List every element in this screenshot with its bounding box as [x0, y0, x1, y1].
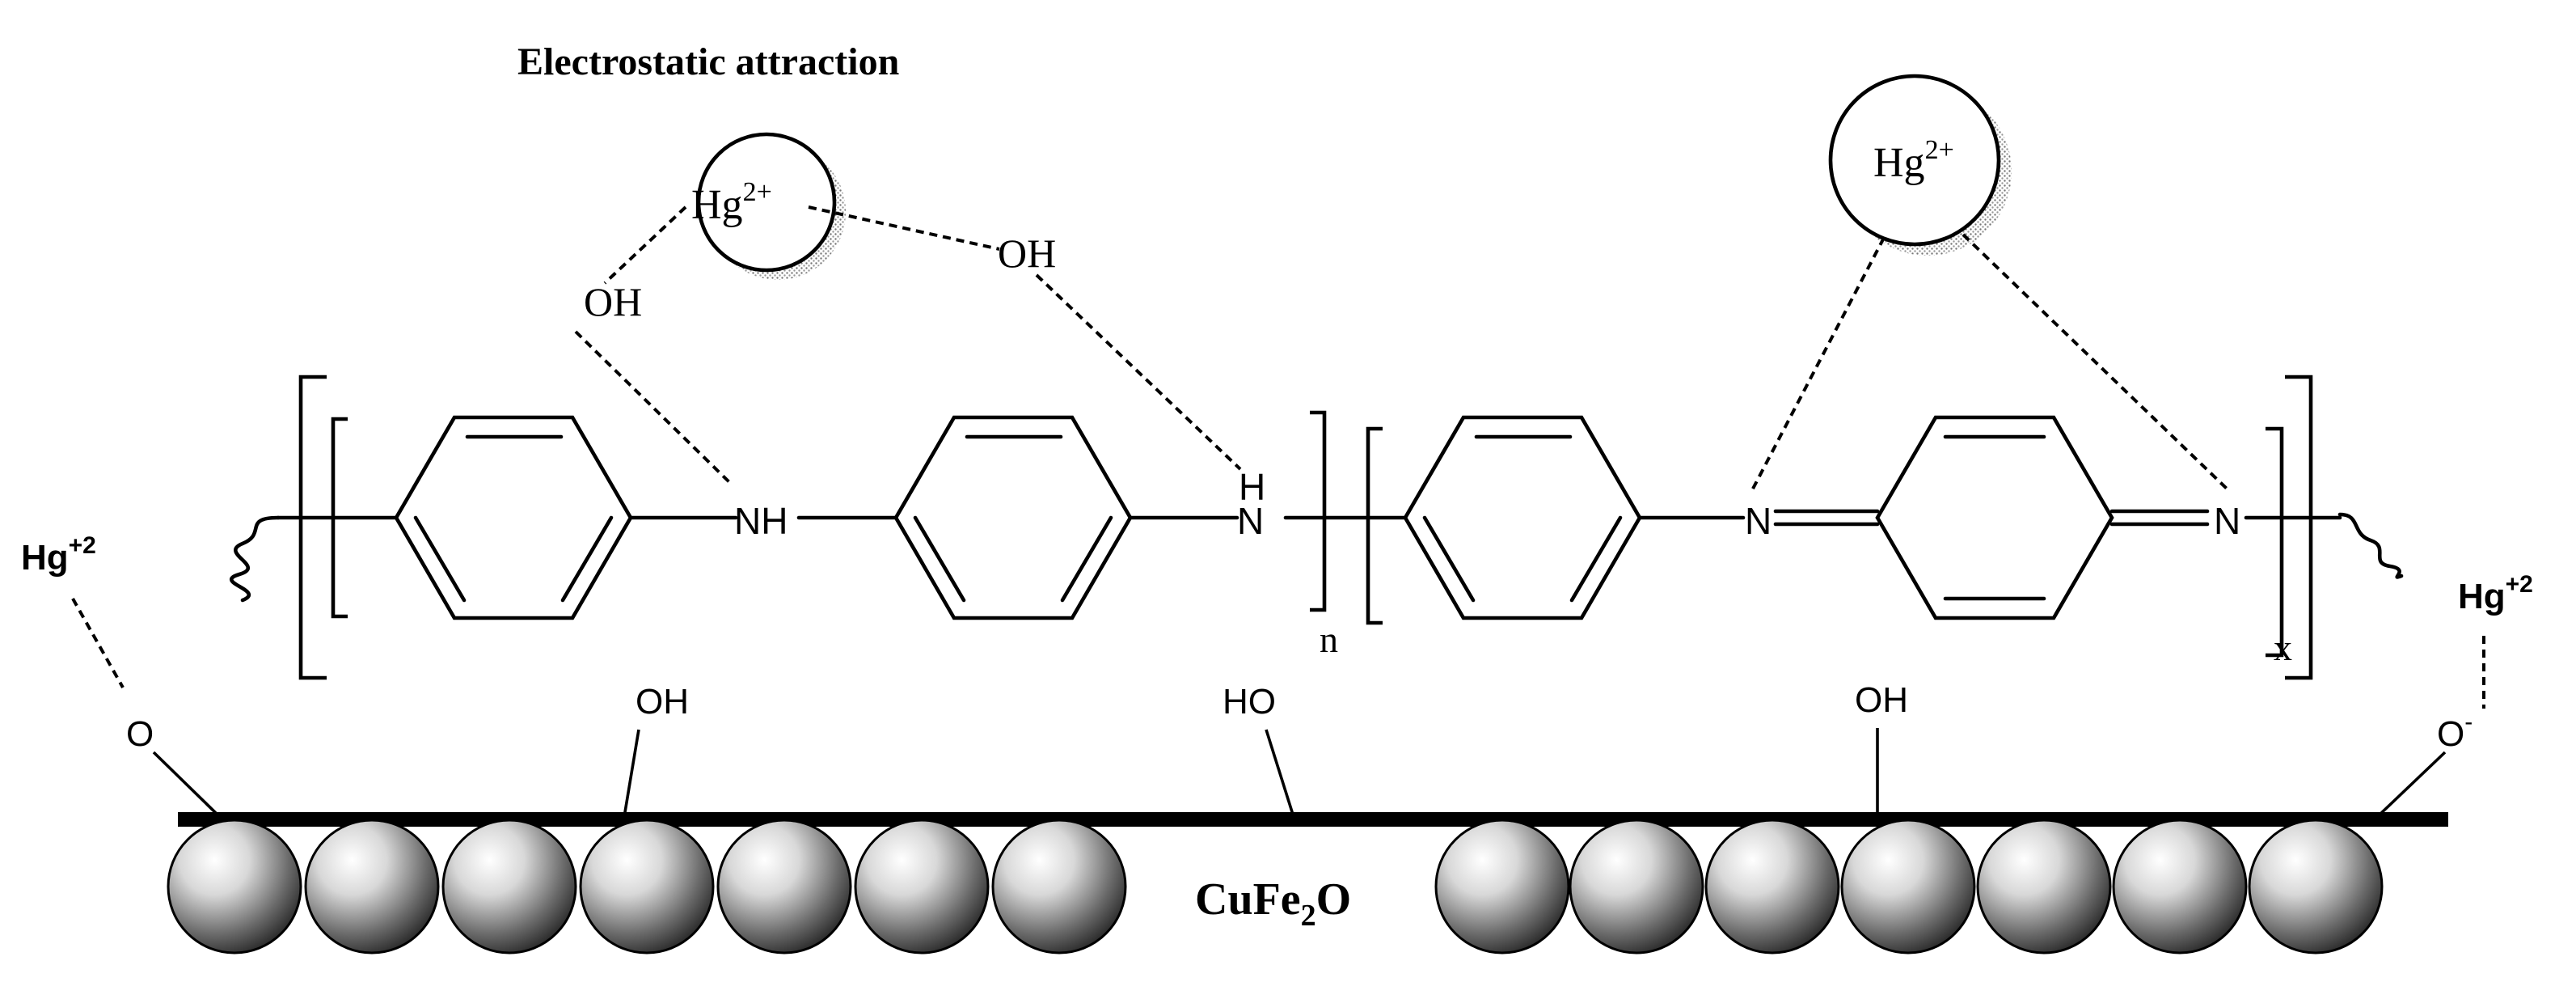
surface-functional-groups: O OH HO OH O-	[126, 680, 2473, 819]
particle-sphere	[1976, 819, 2112, 954]
cufe2o-particles	[167, 819, 2384, 954]
hg-ion-left: Hg2+	[691, 132, 846, 280]
subscript-n: n	[1320, 619, 1338, 660]
quinoid-ring-4	[1875, 415, 2114, 620]
particle-sphere	[2248, 819, 2384, 954]
surface-o-left: O	[126, 714, 154, 754]
substrate-label: CuFe2O	[1195, 874, 1351, 933]
particle-sphere	[2112, 819, 2248, 954]
particle-sphere	[716, 819, 852, 954]
particle-sphere	[854, 819, 990, 954]
ion-circle	[1828, 74, 2001, 247]
surface-ho-2: HO	[1223, 682, 1276, 722]
nh-group-2-n: N	[1237, 500, 1264, 542]
oh-left-label: OH	[584, 279, 642, 324]
bracket-n-right	[1310, 410, 1327, 612]
surface-o-right: O-	[2437, 709, 2473, 754]
outer-bracket-left	[298, 375, 327, 680]
benzene-ring-3	[1403, 415, 1642, 620]
particle-sphere	[1434, 819, 1570, 954]
particle-sphere	[1704, 819, 1840, 954]
benzene-ring-1	[394, 415, 633, 620]
wavy-end-left	[230, 515, 281, 603]
wavy-end-right	[2337, 512, 2404, 579]
nh-group-2-h: H	[1239, 466, 1265, 508]
hg-surface-right: Hg+2	[2458, 571, 2533, 616]
nh-group-1: NH	[734, 500, 788, 542]
particle-sphere	[167, 819, 302, 954]
substrate-surface-line	[178, 812, 2448, 827]
oh-middle-label: OH	[998, 231, 1056, 276]
surface-oh-3: OH	[1855, 680, 1908, 720]
hg-right-label: Hg2+	[1873, 135, 1954, 186]
hg-surface-left: Hg+2	[21, 532, 96, 578]
ion-circle	[696, 132, 837, 273]
particle-sphere	[304, 819, 440, 954]
particle-sphere	[991, 819, 1127, 954]
diagram-title: Electrostatic attraction	[517, 40, 899, 83]
imine-n-1: N	[1745, 500, 1772, 542]
electrostatic-interaction-lines	[71, 205, 2485, 709]
imine-n-2: N	[2214, 500, 2240, 542]
particle-sphere	[1840, 819, 1976, 954]
hg-ion-right: Hg2+	[1828, 74, 2012, 256]
bracket-x-left	[1366, 426, 1383, 625]
subscript-x: x	[2274, 627, 2292, 668]
particle-sphere	[579, 819, 715, 954]
particle-sphere	[1569, 819, 1704, 954]
bracket-x-right	[2266, 426, 2284, 658]
benzene-ring-2	[893, 415, 1133, 620]
particle-sphere	[441, 819, 577, 954]
outer-bracket-right	[2285, 375, 2313, 680]
surface-oh-1: OH	[636, 682, 689, 722]
polyaniline-chain: NH H N N N n x	[230, 375, 2404, 680]
hg-left-label: Hg2+	[691, 177, 772, 228]
